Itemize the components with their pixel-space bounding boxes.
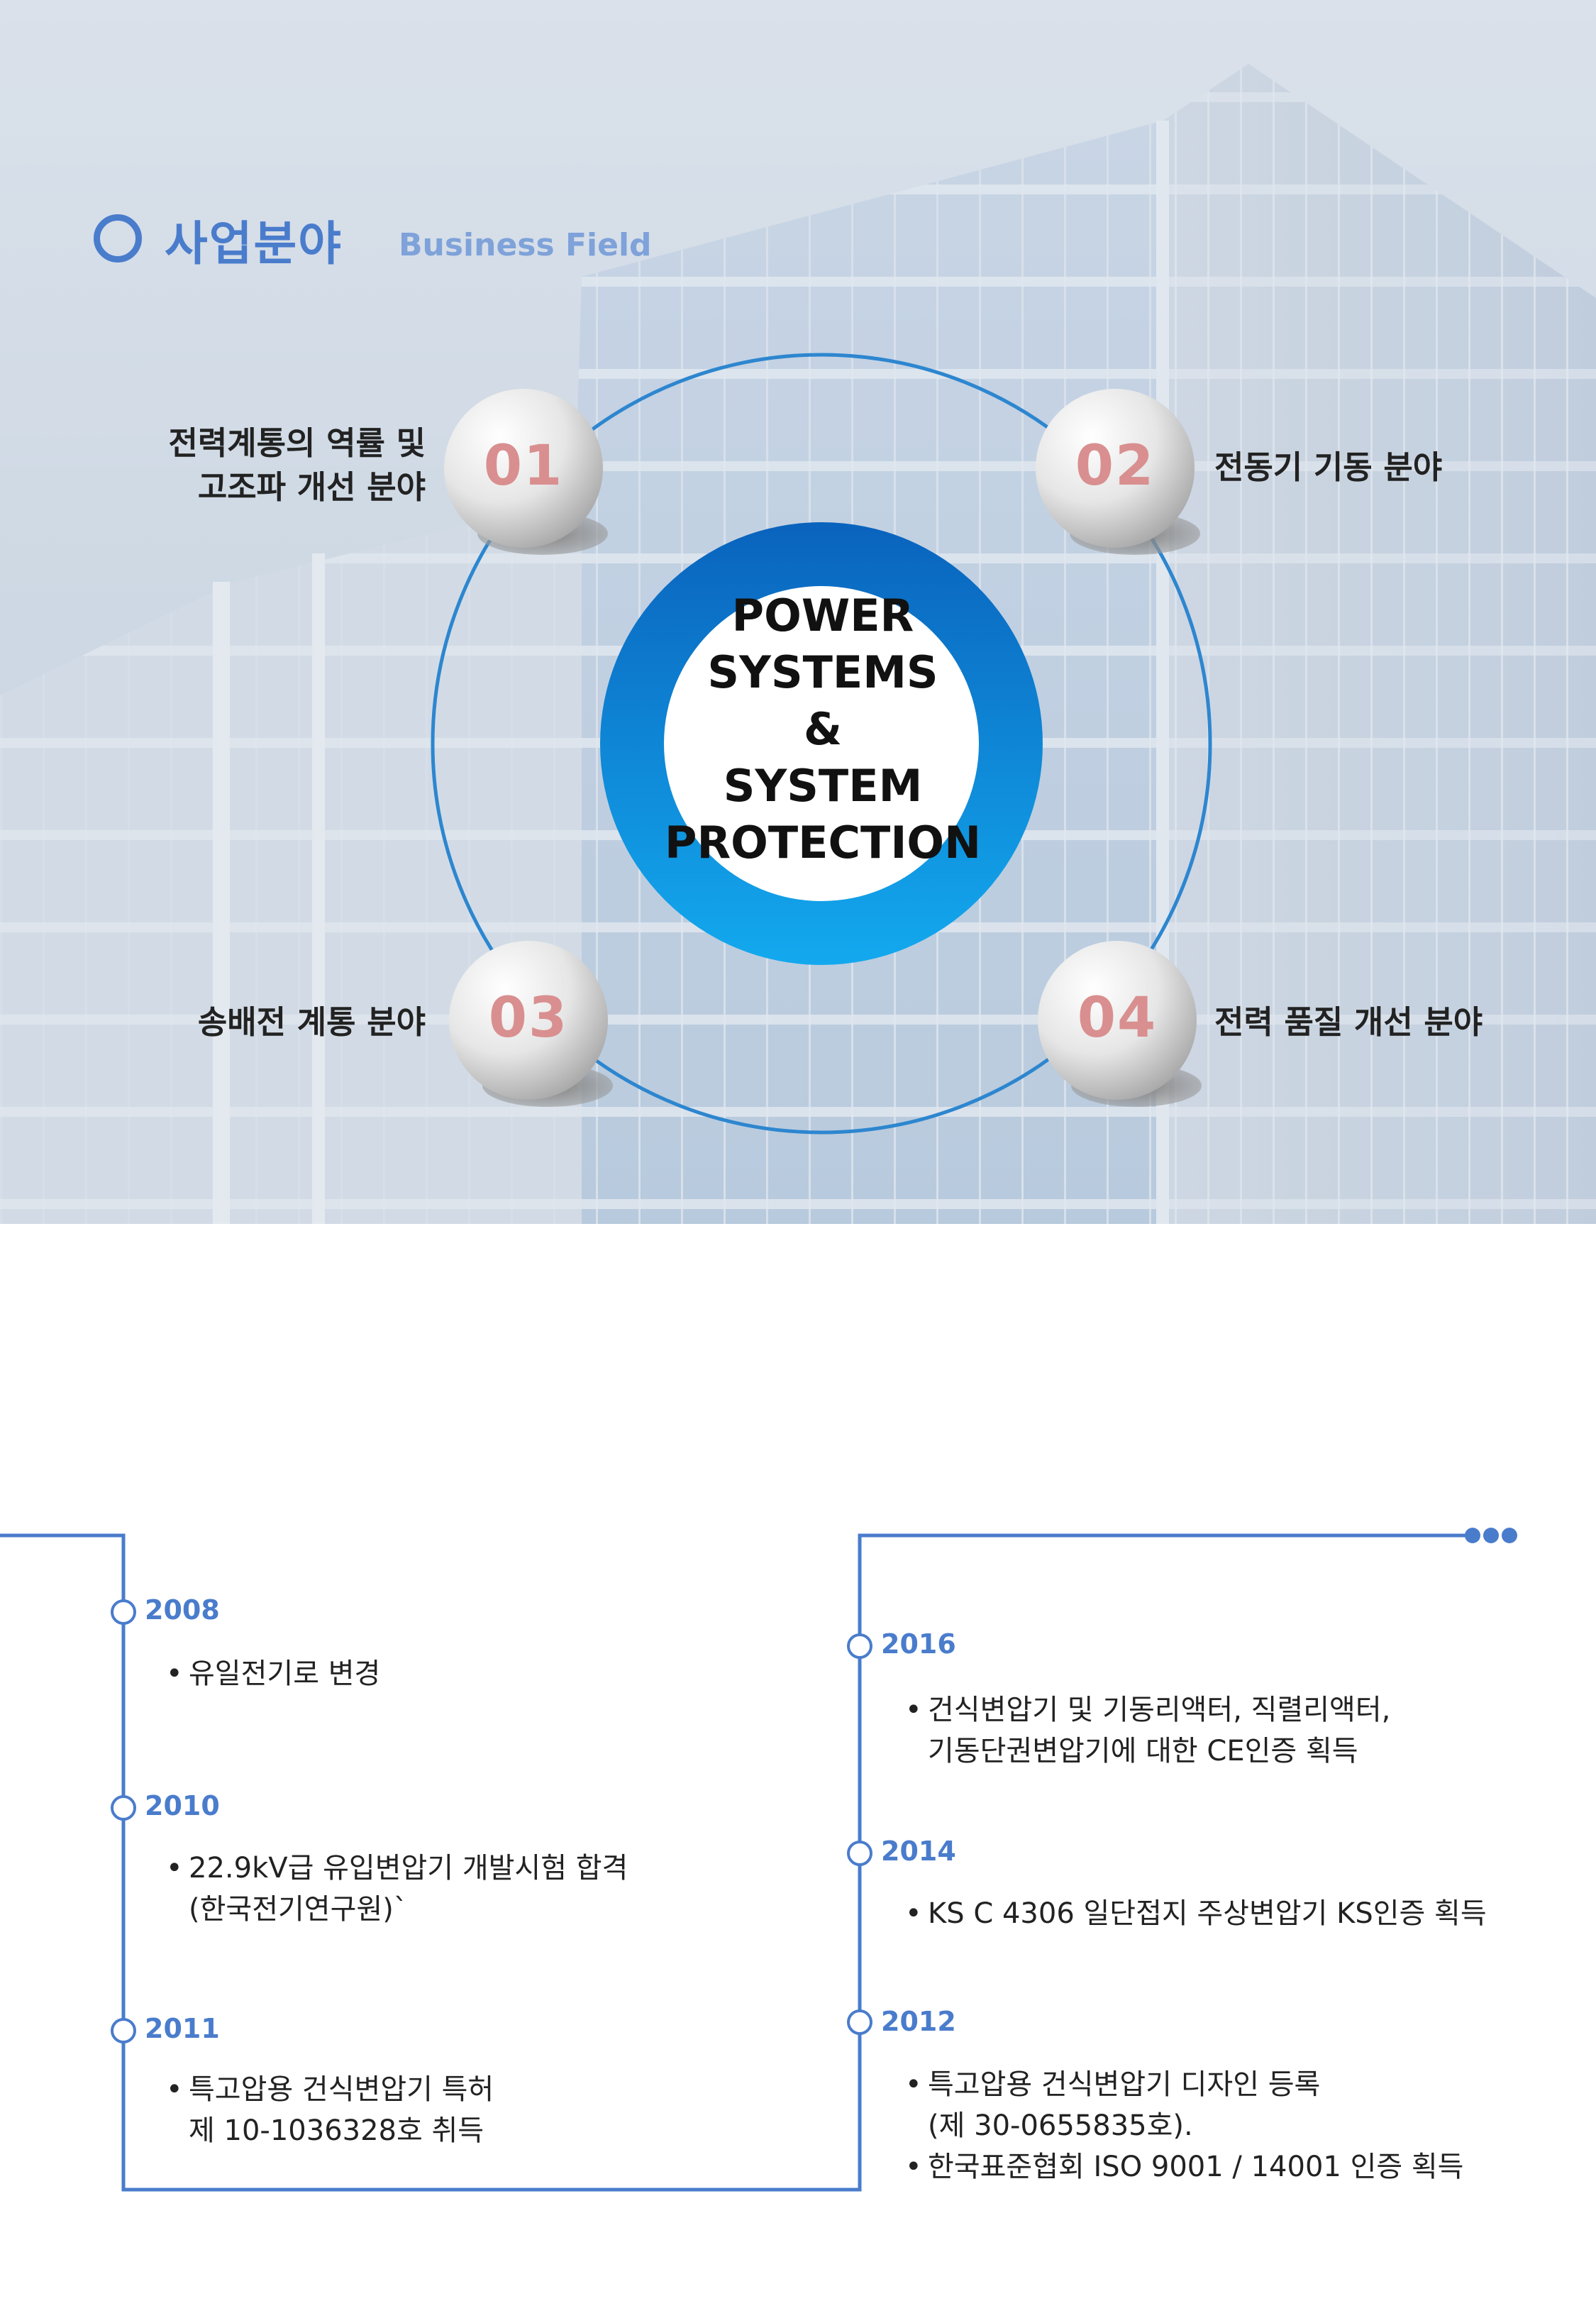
trailing-dot bbox=[1465, 1528, 1480, 1543]
timeline-entry-text: KS C 4306 일단접지 주상변압기 KS인증 획득 bbox=[928, 1897, 1487, 1930]
bullet-icon: • bbox=[166, 1657, 183, 1690]
field-ball-02 bbox=[1036, 389, 1200, 555]
business-field-diagram bbox=[431, 353, 1212, 1135]
timeline-year: 2010 bbox=[145, 1790, 220, 1821]
timeline-entry-text: (제 30-0655835호). bbox=[928, 2109, 1193, 2142]
center-title-line: SYSTEMS bbox=[707, 646, 938, 698]
timeline-marker bbox=[111, 1795, 136, 1821]
timeline-year: 2012 bbox=[881, 2006, 956, 2037]
center-title-line: SYSTEM bbox=[723, 760, 923, 812]
business-field-section: 사업분야 Business Field bbox=[0, 0, 1596, 1224]
field-number-04: 04 bbox=[1077, 986, 1158, 1050]
timeline-entry: •특고압용 건식변압기 디자인 등록 (제 30-0655835호). •한국표… bbox=[905, 2064, 1463, 2188]
field-ball-01 bbox=[444, 389, 608, 555]
timeline-entry: •특고압용 건식변압기 특허 제 10-1036328호 취득 bbox=[166, 2069, 494, 2151]
center-title-line: POWER bbox=[731, 590, 914, 641]
timeline-entry-text: 특고압용 건식변압기 디자인 등록 bbox=[928, 2068, 1321, 2101]
field-number-01: 01 bbox=[483, 434, 564, 498]
section-title-korean: 사업분야 bbox=[165, 216, 343, 271]
outer-orbit-ring bbox=[431, 353, 1212, 1135]
field-number-02: 02 bbox=[1075, 434, 1156, 498]
field-label-01: 전력계통의 역률 및 고조파 개선 분야 bbox=[99, 421, 426, 509]
timeline-entry: •유일전기로 변경 bbox=[166, 1653, 380, 1694]
center-title: POWER SYSTEMS & SYSTEM PROTECTION bbox=[638, 587, 1007, 871]
field-number-03: 03 bbox=[488, 986, 569, 1050]
timeline-entry: •KS C 4306 일단접지 주상변압기 KS인증 획득 bbox=[905, 1893, 1487, 1934]
field-label-02: 전동기 기동 분야 bbox=[1214, 448, 1443, 486]
bullet-icon: • bbox=[166, 1852, 183, 1885]
timeline-year: 2008 bbox=[145, 1594, 220, 1626]
timeline-entry-text: 기동단권변압기에 대한 CE인증 획득 bbox=[928, 1735, 1358, 1767]
timeline-year: 2016 bbox=[881, 1628, 956, 1660]
timeline-marker bbox=[111, 1599, 136, 1625]
center-title-line: & bbox=[803, 703, 843, 755]
title-circle-icon bbox=[94, 214, 142, 263]
timeline-marker bbox=[847, 2009, 872, 2035]
timeline-entry-text: 제 10-1036328호 취득 bbox=[189, 2114, 484, 2147]
field-label-04: 전력 품질 개선 분야 bbox=[1214, 1003, 1483, 1041]
bullet-icon: • bbox=[905, 2068, 922, 2101]
field-label-line: 전력계통의 역률 및 bbox=[168, 424, 426, 462]
timeline-entry: •건식변압기 및 기동리액터, 직렬리액터, 기동단권변압기에 대한 CE인증 … bbox=[905, 1689, 1390, 1772]
timeline-lines bbox=[0, 1528, 1517, 2192]
center-title-line: PROTECTION bbox=[665, 817, 981, 868]
timeline-entry-text: 유일전기로 변경 bbox=[189, 1657, 381, 1690]
timeline-entry-text: 건식변압기 및 기동리액터, 직렬리액터, bbox=[928, 1694, 1391, 1726]
timeline-marker bbox=[847, 1633, 872, 1659]
field-label-03: 송배전 계통 분야 bbox=[197, 1003, 426, 1041]
bullet-icon: • bbox=[905, 1694, 922, 1726]
field-ball-04 bbox=[1038, 941, 1202, 1107]
trailing-dot bbox=[1483, 1528, 1499, 1543]
trailing-dot bbox=[1502, 1528, 1517, 1543]
bullet-icon: • bbox=[905, 1897, 922, 1930]
timeline-year: 2014 bbox=[881, 1836, 956, 1867]
timeline-entry-text: 22.9kV급 유입변압기 개발시험 합격 bbox=[189, 1852, 628, 1885]
section-title-english: Business Field bbox=[399, 227, 652, 263]
timeline-entry: •22.9kV급 유입변압기 개발시험 합격 (한국전기연구원)` bbox=[166, 1848, 628, 1930]
timeline-entry-text: 특고압용 건식변압기 특허 bbox=[189, 2073, 494, 2106]
timeline-entry-text: (한국전기연구원)` bbox=[189, 1893, 408, 1926]
timeline-year: 2011 bbox=[145, 2013, 220, 2044]
timeline-entry-text: 한국표준협회 ISO 9001 / 14001 인증 획득 bbox=[928, 2151, 1464, 2183]
field-ball-03 bbox=[449, 941, 613, 1107]
bullet-icon: • bbox=[905, 2151, 922, 2183]
timeline-marker bbox=[847, 1841, 872, 1866]
bullet-icon: • bbox=[166, 2073, 183, 2106]
center-ring-inner bbox=[664, 586, 979, 901]
timeline-marker bbox=[111, 2018, 136, 2043]
field-label-line: 고조파 개선 분야 bbox=[197, 468, 426, 506]
